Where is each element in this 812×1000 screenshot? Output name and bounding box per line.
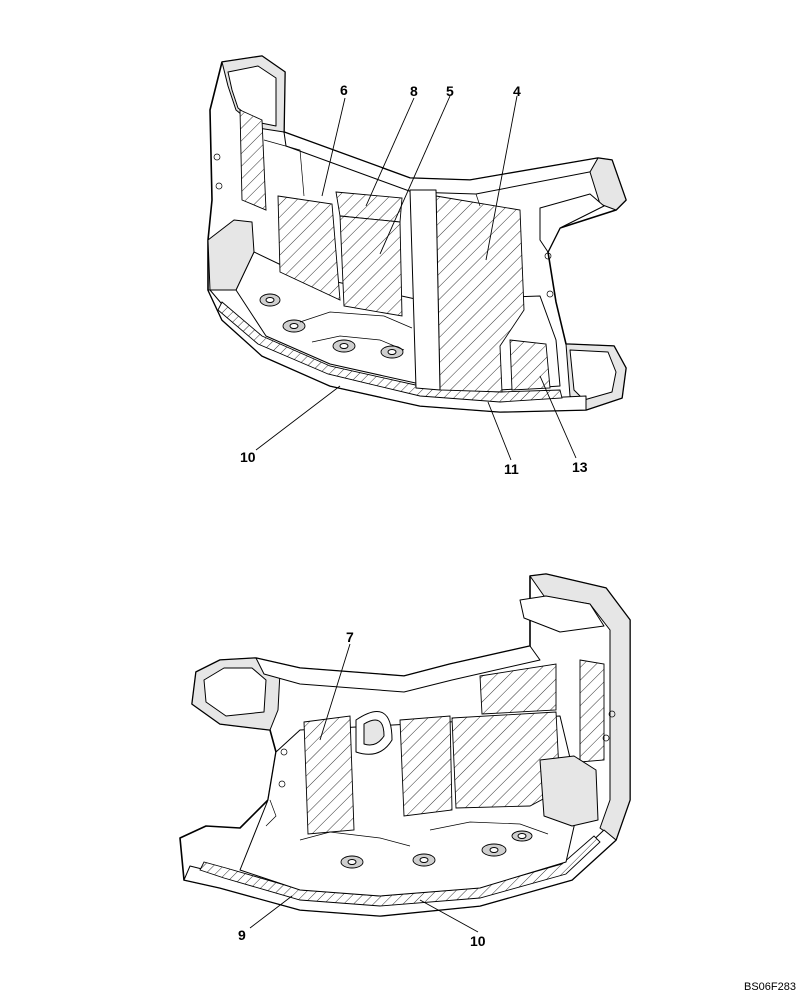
mount-bosses-bottom (340, 830, 533, 869)
callout-6: 6 (340, 82, 348, 98)
top-callouts: 6 8 5 4 10 11 13 (240, 82, 588, 477)
callout-10-bottom: 10 (470, 933, 486, 949)
callout-13: 13 (572, 459, 588, 475)
callout-10-top: 10 (240, 449, 256, 465)
callout-5: 5 (446, 83, 454, 99)
bottom-callouts: 7 9 10 (238, 629, 486, 949)
panel-7 (303, 715, 355, 835)
panel-6 (277, 195, 341, 301)
callout-9: 9 (238, 927, 246, 943)
callout-8: 8 (410, 83, 418, 99)
callout-4: 4 (513, 83, 521, 99)
callout-11: 11 (504, 461, 519, 477)
panel-13 (509, 339, 551, 391)
mount-bosses (259, 293, 404, 359)
callout-7: 7 (346, 629, 354, 645)
diagram-code: BS06F283 (744, 981, 796, 993)
top-view-assembly (207, 55, 627, 413)
panel-5 (339, 215, 403, 317)
bottom-view-assembly (179, 573, 631, 917)
